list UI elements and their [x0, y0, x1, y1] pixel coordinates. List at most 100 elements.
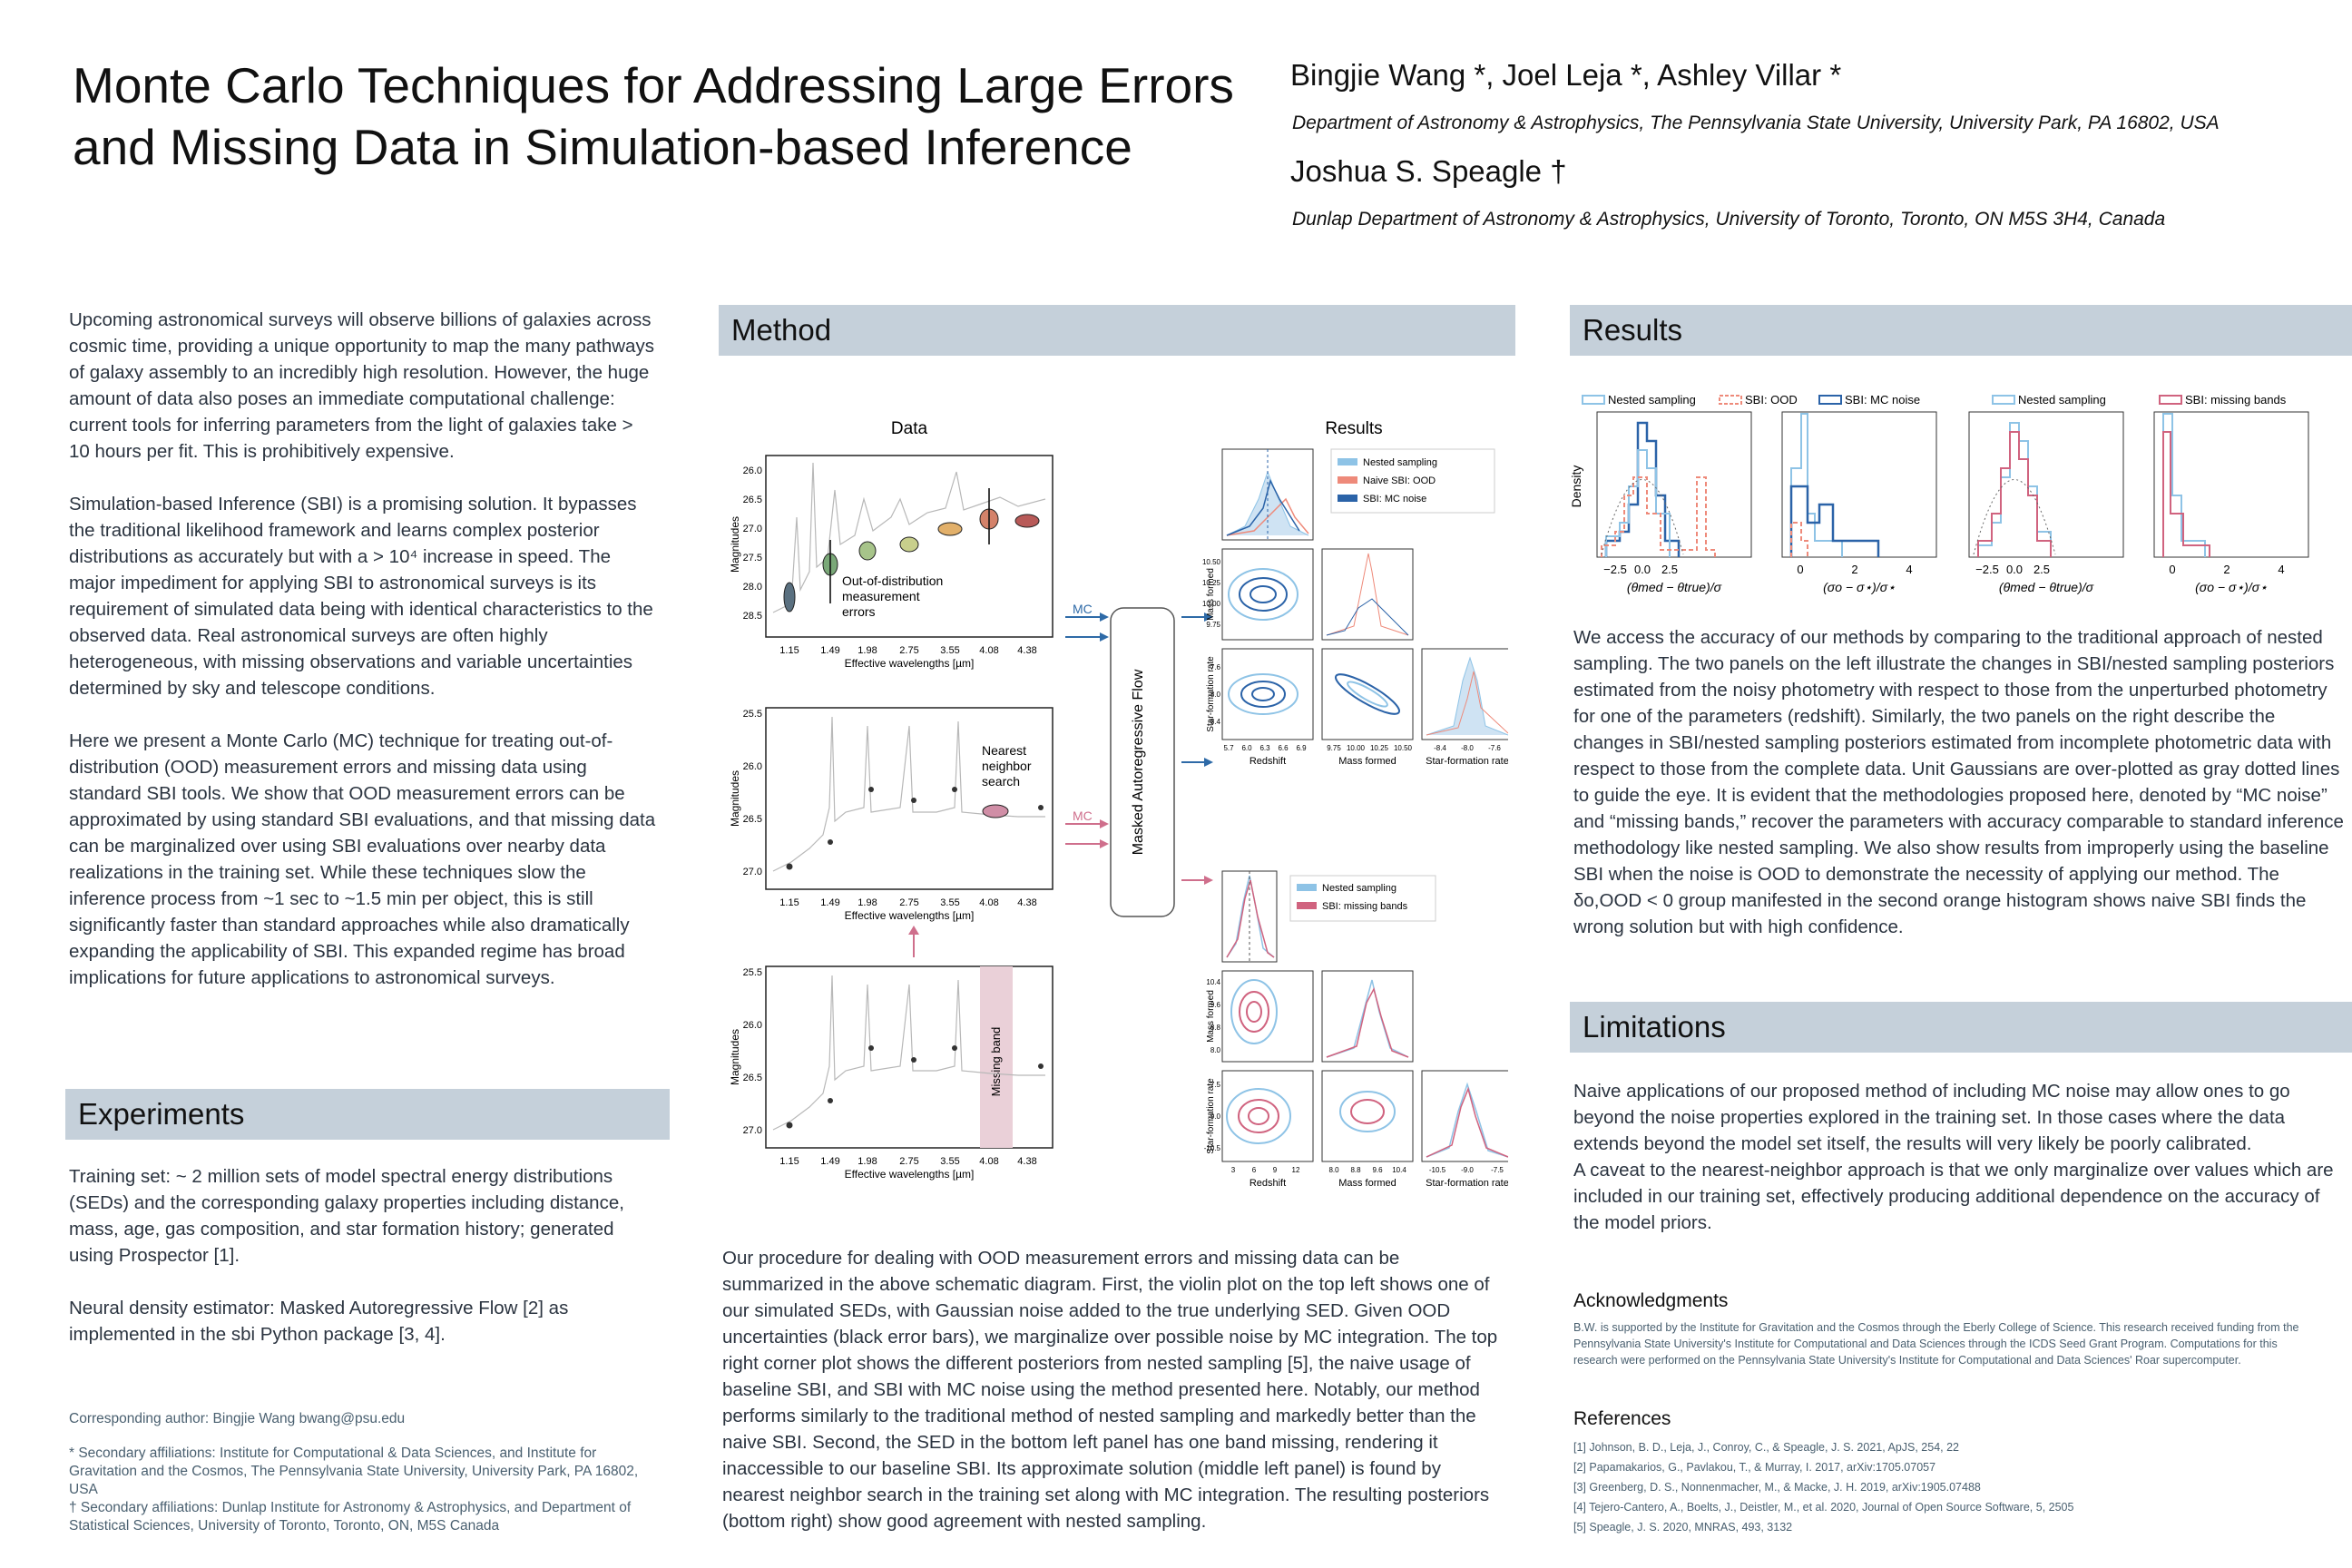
xticks-panel1: 1.15 1.49 1.98 2.75 3.55 4.08 4.38 — [779, 645, 1036, 656]
method-schematic: Data Results Out-of-distribution measure… — [729, 419, 1514, 1189]
svg-text:10.25: 10.25 — [1370, 744, 1389, 752]
hist1-xtick-0: −2.5 — [1603, 563, 1627, 576]
arrows-to-flow: MC MC — [1065, 602, 1109, 848]
corner-top-xlabels: Redshift Mass formed Star-formation rate — [1250, 756, 1509, 767]
results-legend-ood: SBI: OOD — [1745, 393, 1798, 407]
results-heading: Results — [1570, 305, 2352, 356]
sed-panel-nearest-neighbor: Nearest neighbor search Magnitudes 25.5 … — [729, 707, 1054, 922]
mc-label-top: MC — [1073, 602, 1093, 616]
svg-text:1.98: 1.98 — [858, 645, 877, 656]
data-column-label: Data — [891, 419, 928, 438]
svg-text:-10.5: -10.5 — [1429, 1166, 1446, 1174]
svg-text:6: 6 — [1252, 1166, 1257, 1174]
svg-text:1.98: 1.98 — [858, 1156, 877, 1167]
svg-text:8.0: 8.0 — [1210, 1046, 1221, 1054]
svg-text:-8.0: -8.0 — [1461, 744, 1474, 752]
svg-text:26.0: 26.0 — [743, 466, 762, 476]
legend-bottom-nested: Nested sampling — [1322, 883, 1396, 894]
corresponding-author: Corresponding author: Bingjie Wang bwang… — [69, 1411, 406, 1426]
svg-text:6.0: 6.0 — [1241, 744, 1252, 752]
xlabel-panel2: Effective wavelengths [µm] — [845, 909, 975, 922]
svg-text:1.15: 1.15 — [779, 897, 799, 908]
svg-text:2.75: 2.75 — [899, 645, 918, 656]
hist2-xlabel: (σo − σ⋆)/σ⋆ — [1823, 580, 1896, 594]
svg-text:10.50: 10.50 — [1394, 744, 1413, 752]
svg-text:Mass formed: Mass formed — [1338, 1178, 1396, 1189]
svg-text:-7.6: -7.6 — [1488, 744, 1501, 752]
corner-bot-xticks: 3 6 9 12 8.0 8.8 9.6 10.4 -10.5 -9.0 -7.… — [1231, 1166, 1504, 1174]
hist2-xtick-2: 4 — [1906, 563, 1912, 576]
svg-text:27.5: 27.5 — [743, 553, 762, 564]
svg-text:-9.0: -9.0 — [1208, 1112, 1220, 1121]
svg-text:4.38: 4.38 — [1017, 1156, 1036, 1167]
secondary-affiliation-1: * Secondary affiliations: Institute for … — [69, 1446, 639, 1497]
corner-bot-xlabels: Redshift Mass formed Star-formation rate — [1250, 1178, 1509, 1189]
svg-text:-8.4: -8.4 — [1434, 744, 1446, 752]
reference-item: [1] Johnson, B. D., Leja, J., Conroy, C.… — [1573, 1441, 1960, 1454]
hist1-xlabel: (θmed − θtrue)/σ — [1627, 580, 1722, 594]
svg-text:10.50: 10.50 — [1202, 558, 1221, 566]
missing-band-region — [980, 966, 1013, 1148]
hist2-xtick-1: 2 — [1851, 563, 1857, 576]
mc-label-bottom: MC — [1073, 808, 1093, 823]
results-ylabel: Density — [1570, 466, 1583, 508]
method-figure: Data Results Out-of-distribution measure… — [719, 408, 1514, 1189]
intro-text: Upcoming astronomical surveys will obser… — [69, 307, 659, 991]
limitations-text: Naive applications of our proposed metho… — [1573, 1078, 2347, 1236]
affiliation-2: Dunlap Department of Astronomy & Astroph… — [1292, 209, 2166, 230]
authors-line-1: Bingjie Wang *, Joel Leja *, Ashley Vill… — [1290, 58, 1842, 92]
missing-band-label: Missing band — [989, 1027, 1003, 1097]
yticks-panel3: 25.5 26.0 26.5 27.0 — [743, 967, 762, 1136]
intro-paragraph-2: Simulation-based Inference (SBI) is a pr… — [69, 494, 653, 699]
ylabel-panel1: Magnitudes — [729, 516, 741, 573]
corner-bot-yticks: 10.4 9.6 8.8 8.0 -7.5 -9.0 -10.5 — [1204, 978, 1221, 1152]
reference-item: [4] Tejero-Cantero, A., Boelts, J., Deis… — [1573, 1501, 2074, 1514]
method-heading: Method — [719, 305, 1515, 356]
svg-text:Redshift: Redshift — [1250, 1178, 1286, 1189]
svg-text:1.15: 1.15 — [779, 1156, 799, 1167]
svg-text:4.38: 4.38 — [1017, 645, 1036, 656]
legend-top-mc: SBI: MC noise — [1363, 494, 1426, 505]
svg-text:10.00: 10.00 — [1347, 744, 1366, 752]
svg-text:26.0: 26.0 — [743, 1020, 762, 1031]
experiments-paragraph-2: Neural density estimator: Masked Autoreg… — [69, 1298, 569, 1345]
corner-top-ylabel-sfr: Star-formation rate — [1206, 656, 1216, 732]
svg-text:3.55: 3.55 — [940, 897, 959, 908]
corner-plot-bottom: Nested sampling SBI: missing bands Mass … — [1204, 870, 1514, 1189]
svg-text:10.4: 10.4 — [1206, 978, 1220, 986]
svg-text:3: 3 — [1231, 1166, 1236, 1174]
hist4-xtick-1: 2 — [2223, 563, 2230, 576]
yticks-panel1: 26.0 26.5 27.0 27.5 28.0 28.5 — [743, 466, 762, 622]
hist1-xtick-2: 2.5 — [1661, 563, 1678, 576]
svg-text:1.49: 1.49 — [820, 645, 839, 656]
histogram-4: 0 2 4 (σo − σ⋆)/σ⋆ — [2153, 411, 2309, 594]
svg-text:27.0: 27.0 — [743, 524, 762, 534]
svg-text:4.08: 4.08 — [979, 1156, 998, 1167]
xlabel-panel1: Effective wavelengths [µm] — [845, 657, 975, 670]
svg-text:9.75: 9.75 — [1206, 621, 1220, 629]
svg-text:2.75: 2.75 — [899, 1156, 918, 1167]
hist3-xtick-0: −2.5 — [1975, 563, 1999, 576]
corner-bot-ylabel-sfr: Star-formation rate — [1206, 1078, 1216, 1154]
svg-text:25.5: 25.5 — [743, 967, 762, 978]
title-line-2: and Missing Data in Simulation-based Inf… — [73, 119, 1132, 175]
experiments-text: Training set: ~ 2 million sets of model … — [69, 1163, 659, 1348]
svg-text:8.8: 8.8 — [1350, 1166, 1361, 1174]
hist4-xlabel: (σo − σ⋆)/σ⋆ — [2195, 580, 2268, 594]
svg-text:26.5: 26.5 — [743, 1073, 762, 1083]
reference-item: [5] Speagle, J. S. 2020, MNRAS, 493, 313… — [1573, 1521, 1793, 1534]
results-histograms: Nested sampling SBI: OOD SBI: MC noise N… — [1569, 393, 2309, 594]
svg-text:-8.4: -8.4 — [1208, 718, 1220, 726]
xlabel-panel3: Effective wavelengths [µm] — [845, 1168, 975, 1181]
histogram-3: −2.5 0.0 2.5 (θmed − θtrue)/σ — [1968, 411, 2124, 594]
results-text: We access the accuracy of our methods by… — [1573, 627, 2344, 937]
svg-text:3.55: 3.55 — [940, 645, 959, 656]
references-list: [1] Johnson, B. D., Leja, J., Conroy, C.… — [1573, 1437, 2327, 1537]
svg-text:28.5: 28.5 — [743, 611, 762, 622]
corner-top-ylabel-mass: Mass formed — [1206, 568, 1216, 621]
svg-text:10.4: 10.4 — [1392, 1166, 1406, 1174]
limitations-paragraph-2: A caveat to the nearest-neighbor approac… — [1573, 1160, 2334, 1233]
histogram-2: 0 2 4 (σo − σ⋆)/σ⋆ — [1781, 411, 1937, 594]
arrows-from-flow — [1181, 612, 1213, 885]
ood-annotation-line1: Out-of-distribution — [842, 573, 943, 588]
